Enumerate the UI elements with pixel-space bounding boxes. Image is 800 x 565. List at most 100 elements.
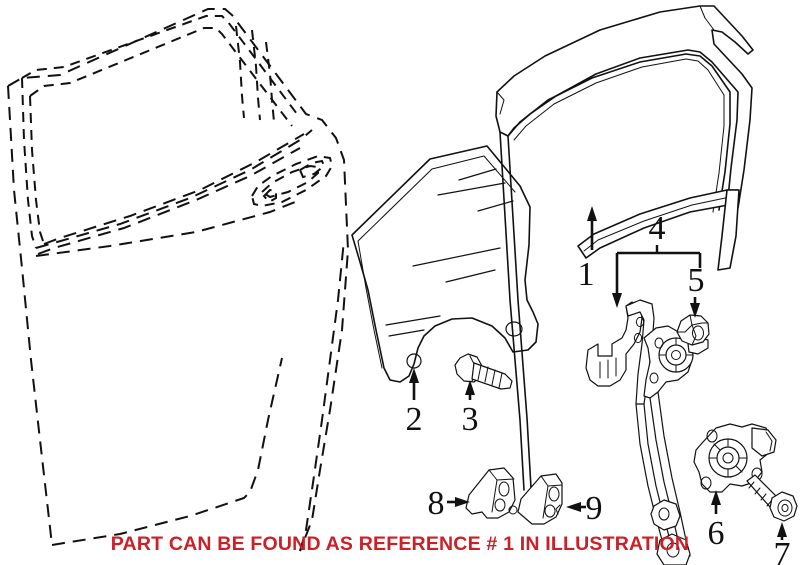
glass-mount-hole-right (505, 321, 523, 337)
frame-seal-inner-channel (507, 53, 731, 211)
window-glass-inner-edge (357, 155, 516, 242)
regulator-bottom-pivot-hole (666, 542, 680, 558)
window-divider-left (235, 25, 245, 119)
leader-arrowhead-7 (777, 522, 787, 537)
motor-mount-hole-top (706, 429, 718, 443)
window-frame-left-inner (29, 95, 45, 245)
frame-seal-left-lip (496, 91, 505, 115)
regulator-bottom-pivot (656, 533, 691, 565)
door-rear-cut (299, 239, 345, 552)
regulator-rivet-mid (649, 372, 659, 384)
door-bottom-contour (51, 357, 283, 546)
callout-number-3: 3 (462, 401, 479, 438)
frame-seal-outer-band (495, 5, 754, 209)
clip9-left-face (542, 485, 549, 519)
motor-connector-face (765, 431, 773, 452)
regulator-rivet-upper (635, 316, 645, 328)
regulator-drum-hub (671, 350, 681, 360)
door-body-crease (35, 199, 301, 257)
callout-number-5: 5 (688, 262, 705, 299)
part-window-regulator-motor (693, 423, 777, 493)
screw7-head (769, 491, 798, 522)
callout-numbers: 1 2 3 4 5 6 7 8 9 (406, 210, 791, 565)
window-aperture-inner (29, 27, 293, 127)
regulator-lower-roller-hole (658, 507, 670, 521)
clip9-hole-lower (544, 504, 556, 518)
screw3-threads (477, 364, 503, 389)
flange-nut-bore (692, 325, 704, 341)
part-window-frame-seal (495, 5, 754, 491)
leader-arrowhead-2 (409, 368, 419, 383)
part-retainer-clip-right (517, 473, 563, 525)
motor-gearbox-ribs (708, 438, 748, 478)
part-door-window-glass (351, 145, 539, 383)
window-divider-right (251, 29, 261, 121)
window-divider-edge (265, 41, 275, 123)
regulator-bracket-slots (599, 357, 617, 379)
leader-arrowhead-1 (587, 206, 597, 221)
regulator-rivet-upper2 (633, 332, 643, 344)
frame-seal-top-lip (699, 5, 715, 31)
callout-number-4: 4 (649, 210, 666, 247)
clip8-left-face (491, 479, 498, 513)
door-handle-key-barrel (262, 188, 277, 204)
callout-number-6: 6 (708, 515, 725, 552)
clip8-body (465, 467, 516, 519)
door-handle-outer (250, 154, 334, 208)
window-glass-left-edge (357, 240, 383, 369)
callout-number-8: 8 (428, 485, 445, 522)
screw7-head-drive (781, 503, 789, 513)
exterior-door-handle (250, 154, 334, 208)
frame-seal-lower-rail-edge (583, 196, 731, 252)
callout-number-9: 9 (586, 490, 603, 527)
flange-nut-facet-2 (691, 322, 709, 326)
part-window-glass-screw (454, 353, 513, 390)
flange-nut-facet-1 (676, 314, 693, 333)
regulator-rivet-top (654, 337, 664, 349)
clip8-hole-upper (498, 481, 510, 497)
part-motor-mounting-screw (746, 474, 798, 522)
screw7-threads (748, 481, 773, 507)
callout-number-1: 1 (578, 256, 595, 293)
motor-output-shaft (722, 452, 734, 464)
belt-line-shadow (37, 147, 301, 255)
clip8-stud (508, 505, 518, 515)
belt-line-lower (43, 133, 305, 245)
callout-number-2: 2 (406, 401, 423, 438)
clip9-hole-upper (548, 486, 560, 502)
regulator-rail-left-edge2 (643, 403, 675, 557)
leader-arrowhead-4a (612, 293, 622, 308)
clip9-body (517, 473, 563, 525)
callout-leaders (409, 206, 787, 540)
part-window-regulator-assembly (585, 299, 709, 565)
frame-seal-inner-channel-2 (513, 58, 725, 213)
callout-number-7: 7 (774, 536, 791, 565)
clip8-hole-lower (494, 498, 506, 512)
leader-arrowhead-5 (690, 303, 700, 318)
screw3-shank (471, 362, 513, 390)
part-regulator-flange-nut (676, 314, 710, 346)
belt-line-upper (35, 129, 313, 249)
leader-arrowhead-6 (711, 490, 721, 505)
door-handle-recess (260, 164, 319, 199)
leader-arrowhead-9 (566, 502, 581, 512)
regulator-drum-mid (665, 344, 687, 366)
frame-seal-left-post-2 (507, 135, 532, 489)
frame-seal-right-post (717, 189, 740, 271)
frame-seal-left-post (499, 131, 525, 491)
door-outer-panel-outline (7, 8, 350, 552)
window-aperture-outer (21, 15, 301, 119)
clip9-notch (555, 504, 561, 515)
glass-reflection-lines (385, 168, 514, 337)
leader-arrowhead-8 (455, 497, 470, 507)
door-handle-lever (298, 159, 326, 179)
regulator-lower-roller-block (650, 499, 681, 531)
rear-door-shell-phantom (7, 8, 350, 552)
leader-arrowhead-3 (465, 380, 475, 395)
part-retainer-clip-left (465, 467, 518, 519)
regulator-rail-left-edge (635, 403, 667, 557)
regulator-drum-spokes (658, 337, 694, 373)
door-lower-edge (7, 85, 53, 546)
